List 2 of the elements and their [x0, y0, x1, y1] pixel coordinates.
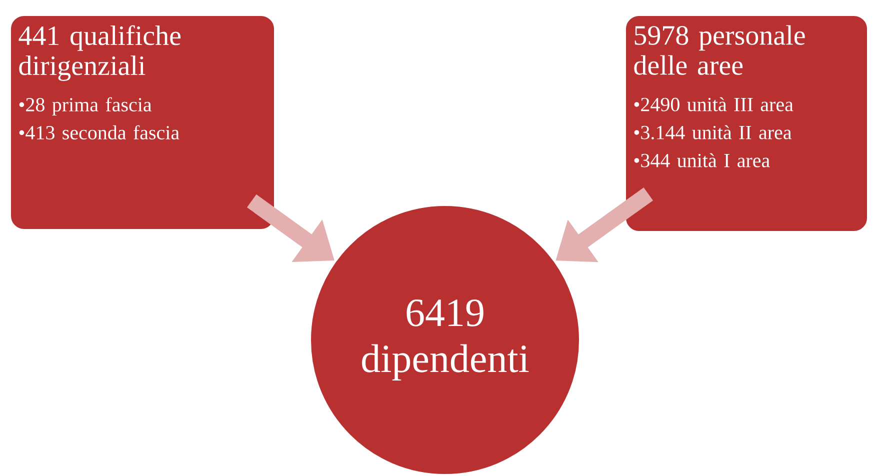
process-box: 441 qualifiche dirigenziali •28 prima fascia •413 seconda fascia — [9, 14, 276, 231]
process-box: 5978 personale delle aree •2490 unità III area •3.144 unità II area •344 unità I area — [624, 14, 869, 233]
